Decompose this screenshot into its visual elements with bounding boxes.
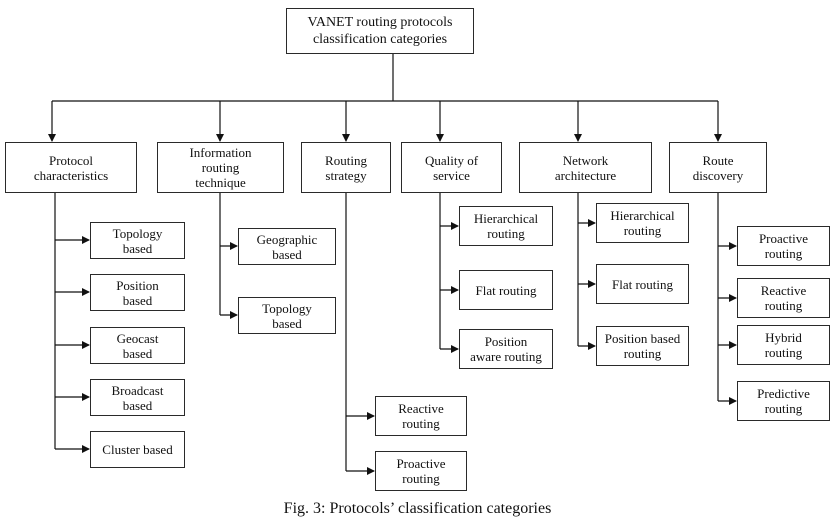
leaf-label: Broadcast based	[111, 382, 164, 413]
leaf-label: Proactive routing	[758, 231, 809, 261]
leaf-proactive-routing: Proactive routing	[737, 226, 830, 266]
leaf-cluster-based: Cluster based	[90, 431, 185, 468]
root-label: VANET routing protocols classification c…	[307, 15, 453, 47]
leaf-reactive-routing: Reactive routing	[375, 396, 467, 436]
leaf-label: Flat routing	[475, 282, 537, 298]
leaf-label: Flat routing	[611, 276, 674, 292]
category-information-routing-technique: Information routing technique	[157, 142, 284, 193]
leaf-position-aware-routing: Position aware routing	[459, 329, 553, 369]
leaf-flat-routing: Flat routing	[596, 264, 689, 304]
category-label: Information routing technique	[189, 145, 252, 190]
leaf-label: Reactive routing	[760, 283, 807, 313]
category-protocol-characteristics: Protocol characteristics	[5, 142, 137, 193]
leaf-label: Topology based	[112, 225, 163, 256]
leaf-label: Hierarchical routing	[610, 208, 675, 238]
figure-caption: Fig. 3: Protocols’ classification catego…	[283, 500, 552, 517]
category-label: Protocol characteristics	[33, 152, 109, 183]
leaf-hierarchical-routing: Hierarchical routing	[459, 206, 553, 246]
leaf-geocast-based: Geocast based	[90, 327, 185, 364]
leaf-topology-based: Topology based	[238, 297, 336, 334]
leaf-label: Geographic based	[256, 231, 318, 262]
leaf-flat-routing: Flat routing	[459, 270, 553, 310]
category-label: Routing strategy	[325, 152, 367, 183]
leaf-label: Position based	[116, 277, 159, 308]
category-routing-strategy: Routing strategy	[301, 142, 391, 193]
leaf-proactive-routing: Proactive routing	[375, 451, 467, 491]
leaf-label: Reactive routing	[398, 401, 444, 431]
category-label: Network architecture	[554, 152, 617, 183]
leaf-label: Geocast based	[116, 330, 159, 361]
leaf-label: Predictive routing	[757, 386, 810, 416]
leaf-broadcast-based: Broadcast based	[90, 379, 185, 416]
category-label: Quality of service	[424, 152, 479, 183]
root-node: VANET routing protocols classification c…	[286, 8, 474, 54]
leaf-label: Proactive routing	[396, 456, 446, 486]
leaf-hybrid-routing: Hybrid routing	[737, 325, 830, 365]
leaf-topology-based: Topology based	[90, 222, 185, 259]
category-label: Route discovery	[692, 152, 744, 183]
leaf-label: Position aware routing	[470, 334, 542, 364]
leaf-label: Position based routing	[604, 331, 681, 361]
leaf-label: Cluster based	[102, 442, 173, 457]
leaf-label: Topology based	[262, 300, 312, 331]
leaf-geographic-based: Geographic based	[238, 228, 336, 265]
leaf-hierarchical-routing: Hierarchical routing	[596, 203, 689, 243]
leaf-predictive-routing: Predictive routing	[737, 381, 830, 421]
leaf-position-based: Position based	[90, 274, 185, 311]
leaf-position-based-routing: Position based routing	[596, 326, 689, 366]
leaf-label: Hybrid routing	[764, 330, 803, 360]
category-route-discovery: Route discovery	[669, 142, 767, 193]
leaf-label: Hierarchical routing	[473, 211, 539, 241]
category-network-architecture: Network architecture	[519, 142, 652, 193]
leaf-reactive-routing: Reactive routing	[737, 278, 830, 318]
category-quality-of-service: Quality of service	[401, 142, 502, 193]
